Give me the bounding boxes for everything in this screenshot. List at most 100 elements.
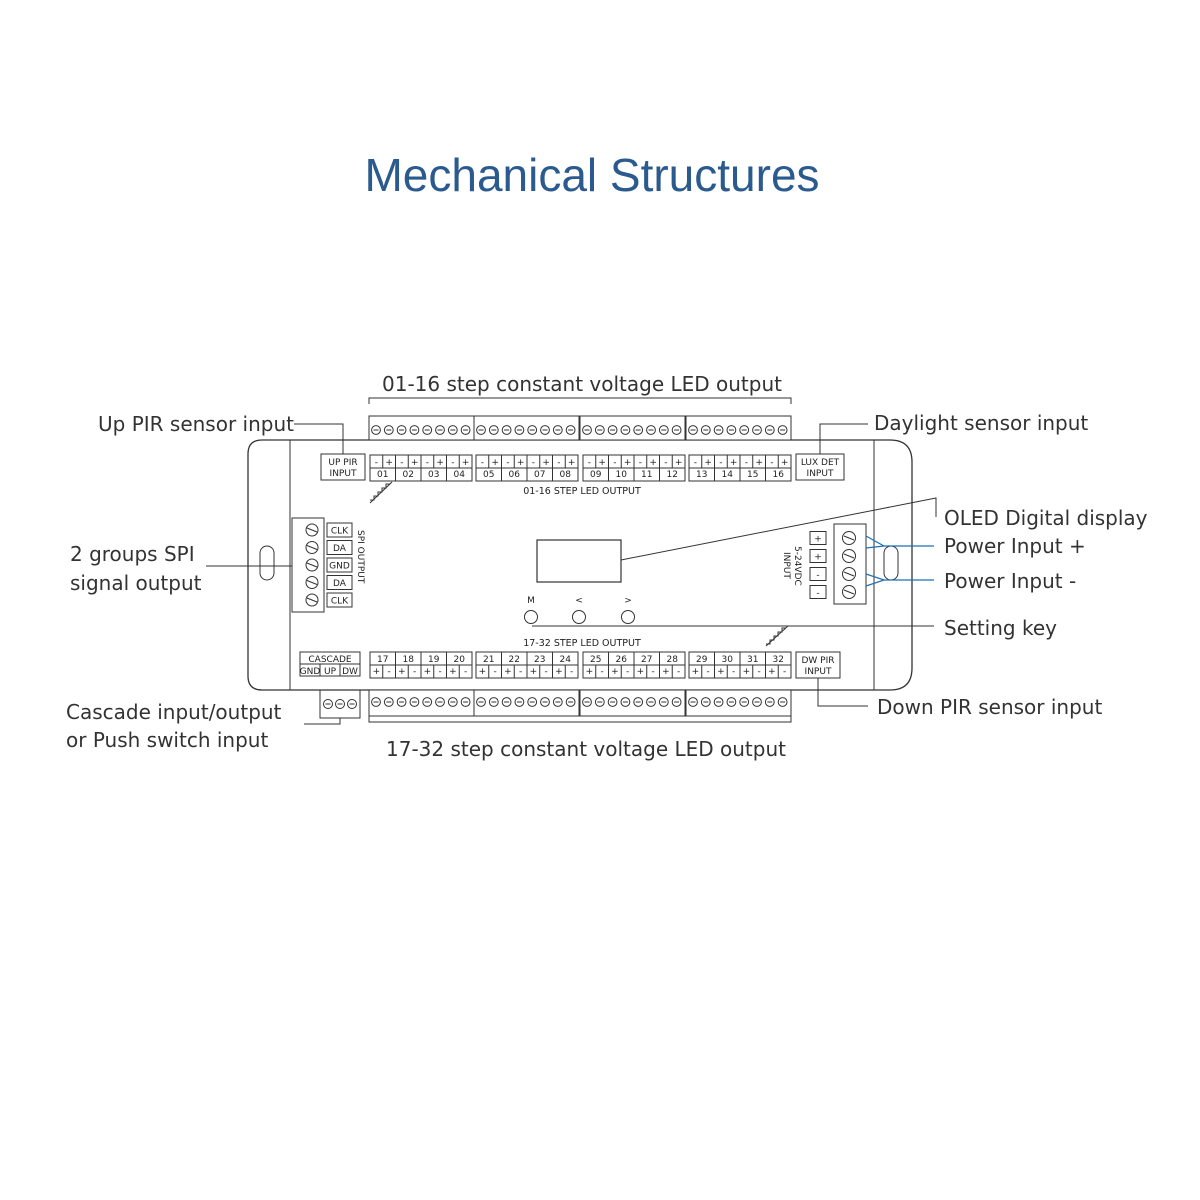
power-screw-slot	[843, 535, 855, 541]
channel-number: 19	[428, 655, 440, 665]
spi-screw-slot	[306, 597, 318, 603]
polarity-sign: -	[519, 667, 522, 677]
polarity-sign: -	[413, 667, 416, 677]
channel-number: 25	[590, 655, 601, 665]
terminal-screw	[777, 697, 788, 707]
callout-power-plus: Power Input +	[944, 534, 1086, 558]
polarity-sign: +	[542, 458, 550, 468]
spi-pin-label: GND	[329, 562, 350, 572]
power-pin-label: -	[816, 571, 819, 581]
terminal-screw	[383, 425, 394, 435]
terminal-block	[685, 689, 792, 717]
power-minus-leader-2	[865, 579, 885, 587]
terminal-screw	[700, 425, 711, 435]
terminal-screw	[422, 425, 433, 435]
polarity-sign: -	[783, 667, 786, 677]
polarity-sign: +	[424, 667, 432, 677]
top-output-bracket	[368, 397, 792, 404]
cascade-pin-label: UP	[324, 667, 337, 677]
polarity-sign: -	[544, 667, 547, 677]
polarity-sign: +	[373, 667, 381, 677]
polarity-sign: +	[662, 667, 670, 677]
callout-cascade-1: Cascade input/output	[66, 700, 282, 724]
terminal-screw	[447, 697, 458, 707]
terminal-screw	[476, 425, 486, 435]
channel-number: 29	[696, 655, 708, 665]
polarity-sign: -	[613, 458, 616, 468]
key-button	[524, 610, 538, 624]
dw-pir-label-1: DW PIR	[801, 656, 834, 666]
polarity-sign: -	[481, 458, 484, 468]
terminal-screw	[713, 425, 724, 435]
spi-screw	[305, 593, 319, 607]
terminal-screw	[460, 697, 471, 707]
spi-screw-slot	[306, 562, 318, 568]
spi-pin-label: DA	[333, 579, 347, 589]
terminal-screw	[409, 697, 420, 707]
polarity-sign: +	[743, 667, 751, 677]
polarity-sign: +	[385, 458, 393, 468]
spi-screw-slot	[306, 580, 318, 585]
polarity-sign: +	[517, 458, 525, 468]
cascade-pin-label: DW	[342, 667, 358, 677]
power-screw	[842, 585, 856, 599]
channel-number: 26	[616, 655, 628, 665]
polarity-sign: +	[704, 458, 712, 468]
spi-screw	[305, 558, 319, 572]
spi-pin-box	[326, 557, 353, 573]
callout-top-output: 01-16 step constant voltage LED output	[382, 372, 782, 396]
daylight-leader	[819, 423, 868, 454]
polarity-sign: -	[651, 667, 654, 677]
terminal-screw	[383, 697, 394, 707]
channel-number: 17	[377, 655, 388, 665]
terminal-screw	[514, 697, 525, 707]
polarity-sign: -	[400, 458, 403, 468]
channel-number: 27	[641, 655, 652, 665]
spi-pin-label: CLK	[331, 597, 349, 607]
spi-pin-box	[326, 592, 353, 608]
polarity-sign: +	[755, 458, 763, 468]
polarity-sign: -	[694, 458, 697, 468]
channel-number: 01	[377, 470, 388, 480]
lux-det-label-2: INPUT	[807, 469, 834, 479]
terminal-screw	[396, 425, 407, 435]
terminal-screw	[607, 425, 618, 435]
channel-number: 06	[509, 470, 521, 480]
cascade-screw	[323, 699, 333, 709]
polarity-sign: -	[706, 667, 709, 677]
key-label: <	[575, 596, 583, 606]
power-screw-slot	[843, 571, 855, 577]
polarity-sign: +	[598, 458, 606, 468]
cascade-screws	[323, 699, 357, 709]
key-button	[572, 610, 586, 624]
terminal-screw	[739, 425, 750, 435]
terminal-screw	[777, 425, 788, 435]
channel-number: 23	[534, 655, 545, 665]
terminal-block	[579, 689, 686, 717]
spi-screw	[305, 541, 319, 554]
polarity-sign: +	[530, 667, 538, 677]
power-screw	[842, 549, 856, 563]
polarity-sign: +	[649, 458, 657, 468]
polarity-sign: +	[781, 458, 789, 468]
spi-pin-box	[326, 540, 353, 555]
bottom-channel-labels: 17+-18+-19+-20+-21+-22+-23+-24+-25+-26+-…	[369, 651, 792, 679]
bottom-terminal-blocks	[368, 689, 792, 717]
terminal-screw	[371, 425, 381, 435]
top-output-label: 01-16 STEP LED OUTPUT	[523, 486, 641, 497]
channel-number: 21	[483, 655, 494, 665]
lux-det-label-1: LUX DET	[801, 458, 840, 468]
power-screw	[842, 567, 856, 581]
terminal-screw	[565, 697, 576, 707]
key-label: >	[624, 596, 632, 606]
terminal-screw	[435, 425, 445, 435]
polarity-sign: -	[626, 667, 629, 677]
power-pin-box	[809, 567, 827, 581]
power-pin-label: -	[816, 589, 819, 599]
polarity-sign: +	[411, 458, 419, 468]
terminal-screw	[752, 425, 762, 435]
polarity-sign: +	[624, 458, 632, 468]
channel-number: 14	[722, 470, 734, 480]
